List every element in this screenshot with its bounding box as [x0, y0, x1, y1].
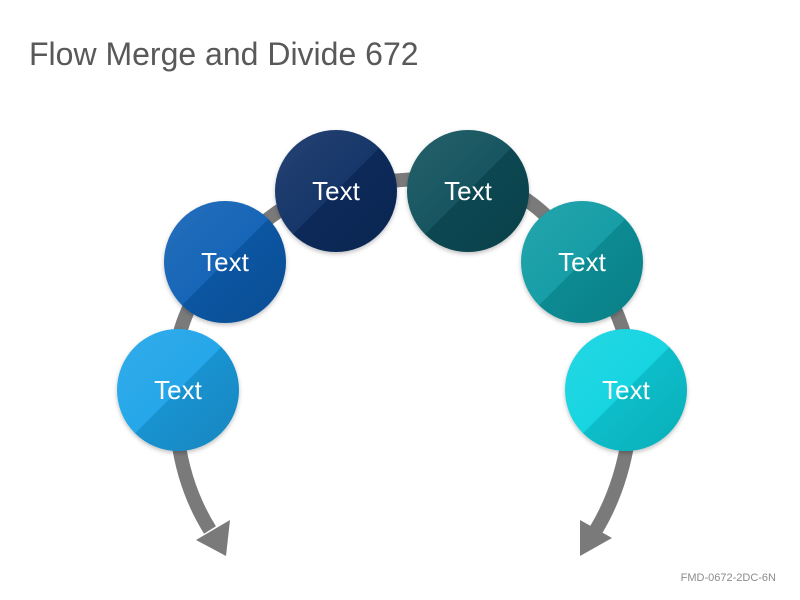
slide-title: Flow Merge and Divide 672 [29, 36, 419, 72]
node-label: Text [558, 247, 606, 277]
node-shading [407, 130, 529, 252]
right-arrow [580, 438, 635, 556]
node-label: Text [154, 375, 202, 405]
node-shading [521, 201, 643, 323]
node-1: Text [117, 329, 239, 451]
node-label: Text [201, 247, 249, 277]
node-6: Text [565, 329, 687, 451]
left-arrow [171, 438, 230, 556]
node-shading [565, 329, 687, 451]
node-4: Text [407, 130, 529, 252]
node-label: Text [602, 375, 650, 405]
node-shading [164, 201, 286, 323]
node-shading [275, 130, 397, 252]
node-3: Text [275, 130, 397, 252]
node-5: Text [521, 201, 643, 323]
node-shading [117, 329, 239, 451]
node-label: Text [312, 176, 360, 206]
node-label: Text [444, 176, 492, 206]
slide-code: FMD-0672-2DC-6N [680, 572, 776, 584]
node-2: Text [164, 201, 286, 323]
